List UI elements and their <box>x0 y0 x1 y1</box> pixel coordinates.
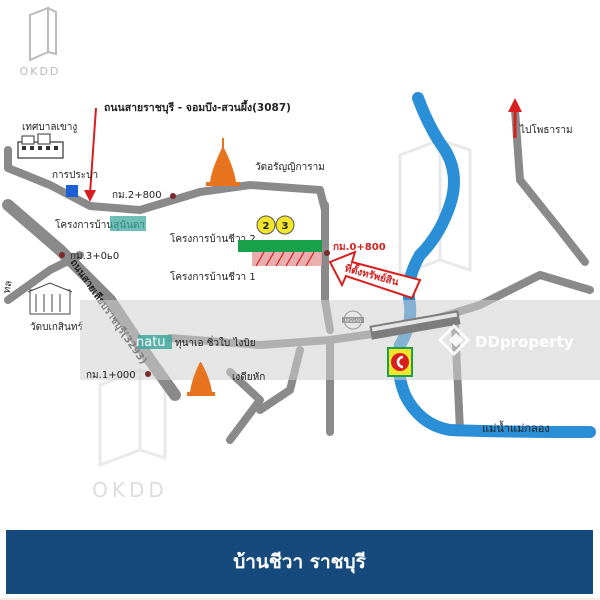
ddproperty-label: DDproperty <box>475 333 574 351</box>
project-suanta-area <box>110 216 146 231</box>
banner-title: บ้านชีวา ราชบุรี <box>233 551 366 573</box>
project-chewa-1-hatch <box>255 251 315 267</box>
temple-icon <box>187 362 215 396</box>
river-label: แม่น้ำแม่กลอง <box>482 420 550 435</box>
okdd-watermark-bottom: OKDD <box>92 478 168 502</box>
red-arrow-down-icon <box>84 190 96 202</box>
to-photharam-label: ไปโพธาราม <box>519 123 573 136</box>
temple-1-label: วัดอรัญญิการาม <box>255 162 325 173</box>
municipality-building-icon <box>17 133 64 159</box>
km-marker-icon <box>145 371 151 377</box>
ddproperty-logo-icon <box>437 323 471 357</box>
okdd-logo-icon <box>29 6 57 62</box>
km-marker-icon <box>170 193 176 199</box>
km-1000-label: กม.1+000 <box>86 370 136 381</box>
badge-3 <box>275 215 295 235</box>
red-arrow-up-icon <box>508 98 522 112</box>
project-chewa-1-label: โครงการบ้านชีวา 1 <box>170 270 256 283</box>
mid-road-label: ทุนาเอ ชิ่วใบ ไงบิย <box>175 335 256 349</box>
road-header-pointer <box>89 107 97 195</box>
natu-label: natu <box>136 335 166 350</box>
roads <box>2 106 594 444</box>
road-header-label: ถนนสายราชบุรี - จอมบึง-สวนผึ้ง(3087) <box>104 99 291 115</box>
waterworks-label: การประปา <box>52 170 98 181</box>
km-marker-icon <box>59 252 65 258</box>
waterworks-icon <box>66 185 78 197</box>
natu-teal-area <box>138 335 172 349</box>
km-marker-icon <box>324 250 330 256</box>
municipality-label: เทศบาลเขางู <box>22 122 77 133</box>
property-location-arrow-icon <box>328 250 422 300</box>
left-edge-label: ทล <box>2 280 15 294</box>
badge-2 <box>256 215 276 235</box>
store-logo-icon <box>387 347 413 377</box>
km-3000-label: กม.3+0ь0 <box>70 251 119 262</box>
title-banner: บ้านชีวา ราชบุรี <box>6 530 593 594</box>
project-chewa-1-area <box>252 252 322 266</box>
badge-3-text: 3 <box>282 221 289 232</box>
project-chewa-2-label: โครงการบ้านชีวา 2 <box>170 232 256 245</box>
project-chewa-2-area <box>238 240 322 252</box>
km-0800-label: กม.0+800 <box>333 242 386 253</box>
footer-divider <box>0 598 600 600</box>
temple-2-label: เงดียหัก <box>232 371 265 383</box>
okdd-logo-text: OKDD <box>20 65 61 78</box>
badge-2-text: 2 <box>263 221 270 232</box>
temple-icon <box>206 138 240 186</box>
school-label: วัดบเกสินทร์ <box>30 321 83 333</box>
km-2800-label: กม.2+800 <box>112 190 162 201</box>
school-building-icon <box>27 282 73 315</box>
